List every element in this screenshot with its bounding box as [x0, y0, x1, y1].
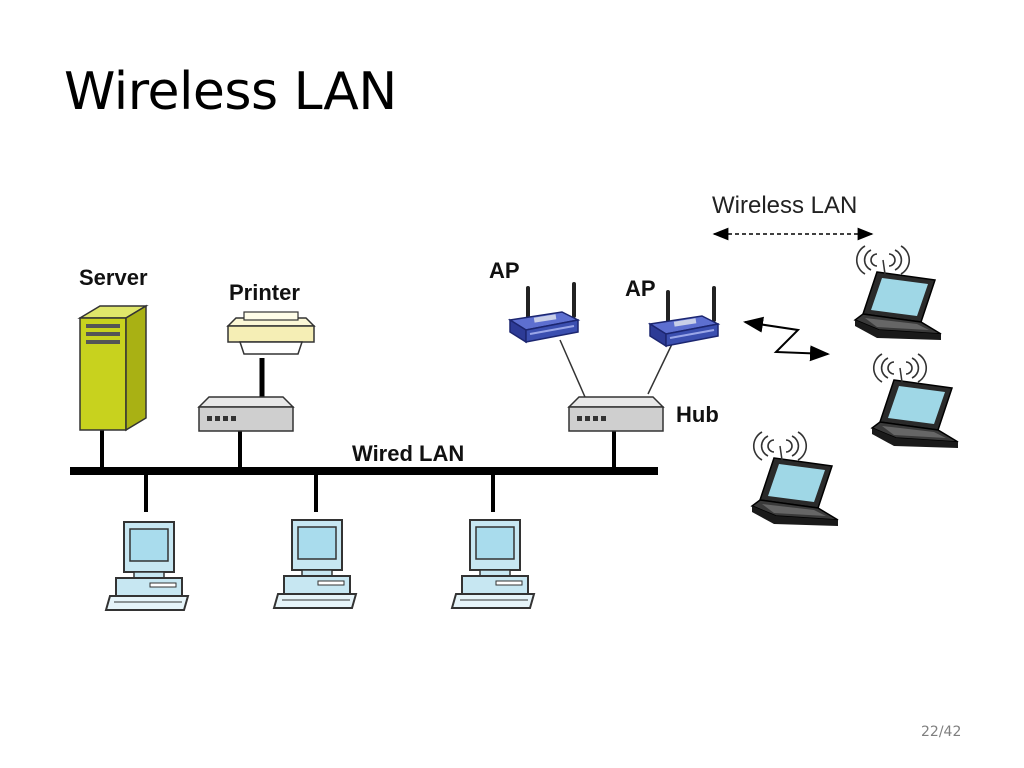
- slide-number: 22/42: [921, 724, 962, 740]
- ap-left-label: AP: [489, 258, 520, 283]
- wired-lan-label: Wired LAN: [352, 441, 464, 466]
- printer-hub: [198, 396, 294, 432]
- laptop-3: [751, 431, 839, 527]
- printer-node: [226, 311, 316, 355]
- bus-connectors: [100, 358, 616, 512]
- server-label: Server: [79, 265, 148, 290]
- hub-node: [568, 396, 664, 432]
- printer-label: Printer: [229, 280, 300, 305]
- server-node: [77, 304, 149, 432]
- laptop-2: [871, 353, 959, 449]
- desktop-2: [273, 519, 357, 609]
- wireless-lan-label: Wireless LAN: [712, 192, 857, 219]
- ap-left-node: [508, 282, 580, 344]
- laptop-1: [854, 245, 942, 341]
- wired-lan-bus: [70, 467, 658, 475]
- desktop-1: [105, 521, 189, 611]
- radio-link-zigzag: [743, 316, 830, 362]
- ap-right-node: [648, 286, 720, 348]
- ap-right-label: AP: [625, 276, 656, 301]
- ap-uplinks: [559, 339, 673, 398]
- hub-label: Hub: [676, 402, 719, 427]
- desktop-3: [451, 519, 535, 609]
- slide-title: Wireless LAN: [64, 62, 397, 122]
